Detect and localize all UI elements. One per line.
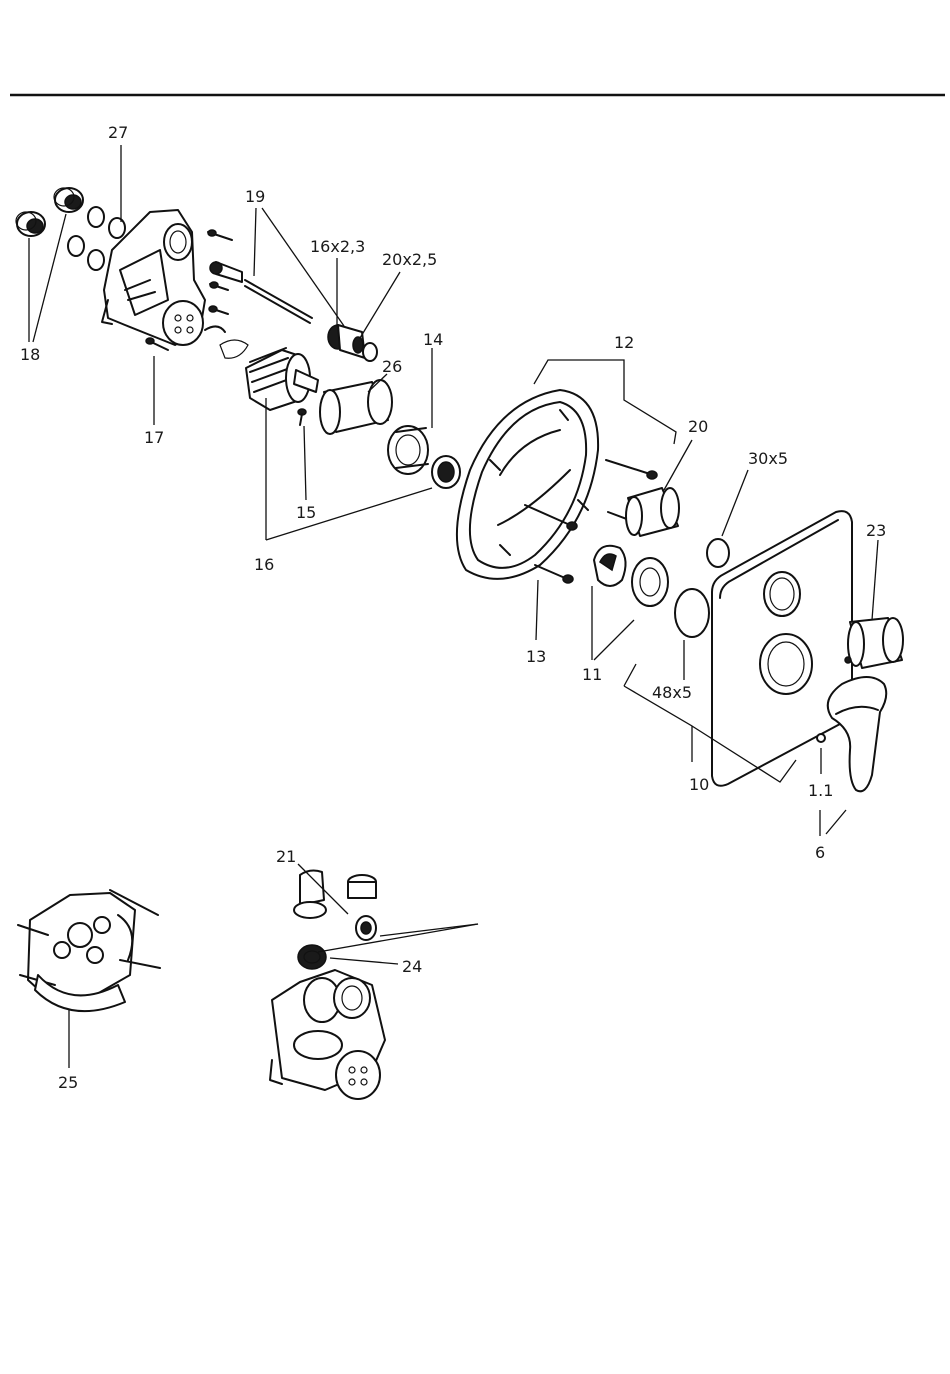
callout-10: 10 bbox=[689, 775, 709, 794]
callout-16x2-3: 16x2,3 bbox=[310, 237, 365, 256]
part-12-wall-plate bbox=[457, 390, 598, 579]
part-26-sleeve bbox=[320, 380, 392, 434]
callout-27: 27 bbox=[108, 123, 128, 142]
callout-19: 19 bbox=[245, 187, 265, 206]
part-23-knob bbox=[845, 618, 903, 668]
callout-15: 15 bbox=[296, 503, 316, 522]
part-16-thermostat-cartridge bbox=[246, 348, 318, 425]
callout-13: 13 bbox=[526, 647, 546, 666]
small-ring-part bbox=[432, 456, 460, 488]
part-cartridge-small bbox=[328, 325, 377, 361]
callout-17: 17 bbox=[144, 428, 164, 447]
part-25-assembly bbox=[18, 890, 160, 1011]
callout-12: 12 bbox=[614, 333, 634, 352]
callout-16: 16 bbox=[254, 555, 274, 574]
callout-24: 24 bbox=[402, 957, 422, 976]
callout-23: 23 bbox=[866, 521, 886, 540]
callout-30x5: 30x5 bbox=[748, 449, 788, 468]
callout-20x2-5: 20x2,5 bbox=[382, 250, 437, 269]
callout-1-1: 1.1 bbox=[808, 781, 833, 800]
callout-21: 21 bbox=[276, 847, 296, 866]
part-14-nut bbox=[388, 426, 428, 474]
part-20-extension bbox=[626, 488, 679, 536]
callout-25: 25 bbox=[58, 1073, 78, 1092]
part-18-check-valves bbox=[16, 188, 83, 236]
callout-11: 11 bbox=[582, 665, 602, 684]
callout-48x5: 48x5 bbox=[652, 683, 692, 702]
part-10-trim-plate bbox=[712, 511, 852, 786]
callout-20: 20 bbox=[688, 417, 708, 436]
callout-14: 14 bbox=[423, 330, 443, 349]
valve-body-assembly bbox=[270, 871, 385, 1099]
part-11-rings bbox=[594, 546, 668, 606]
callout-6: 6 bbox=[815, 843, 825, 862]
callout-18: 18 bbox=[20, 345, 40, 364]
callout-26: 26 bbox=[382, 357, 402, 376]
part-27-valve-body bbox=[102, 210, 205, 345]
